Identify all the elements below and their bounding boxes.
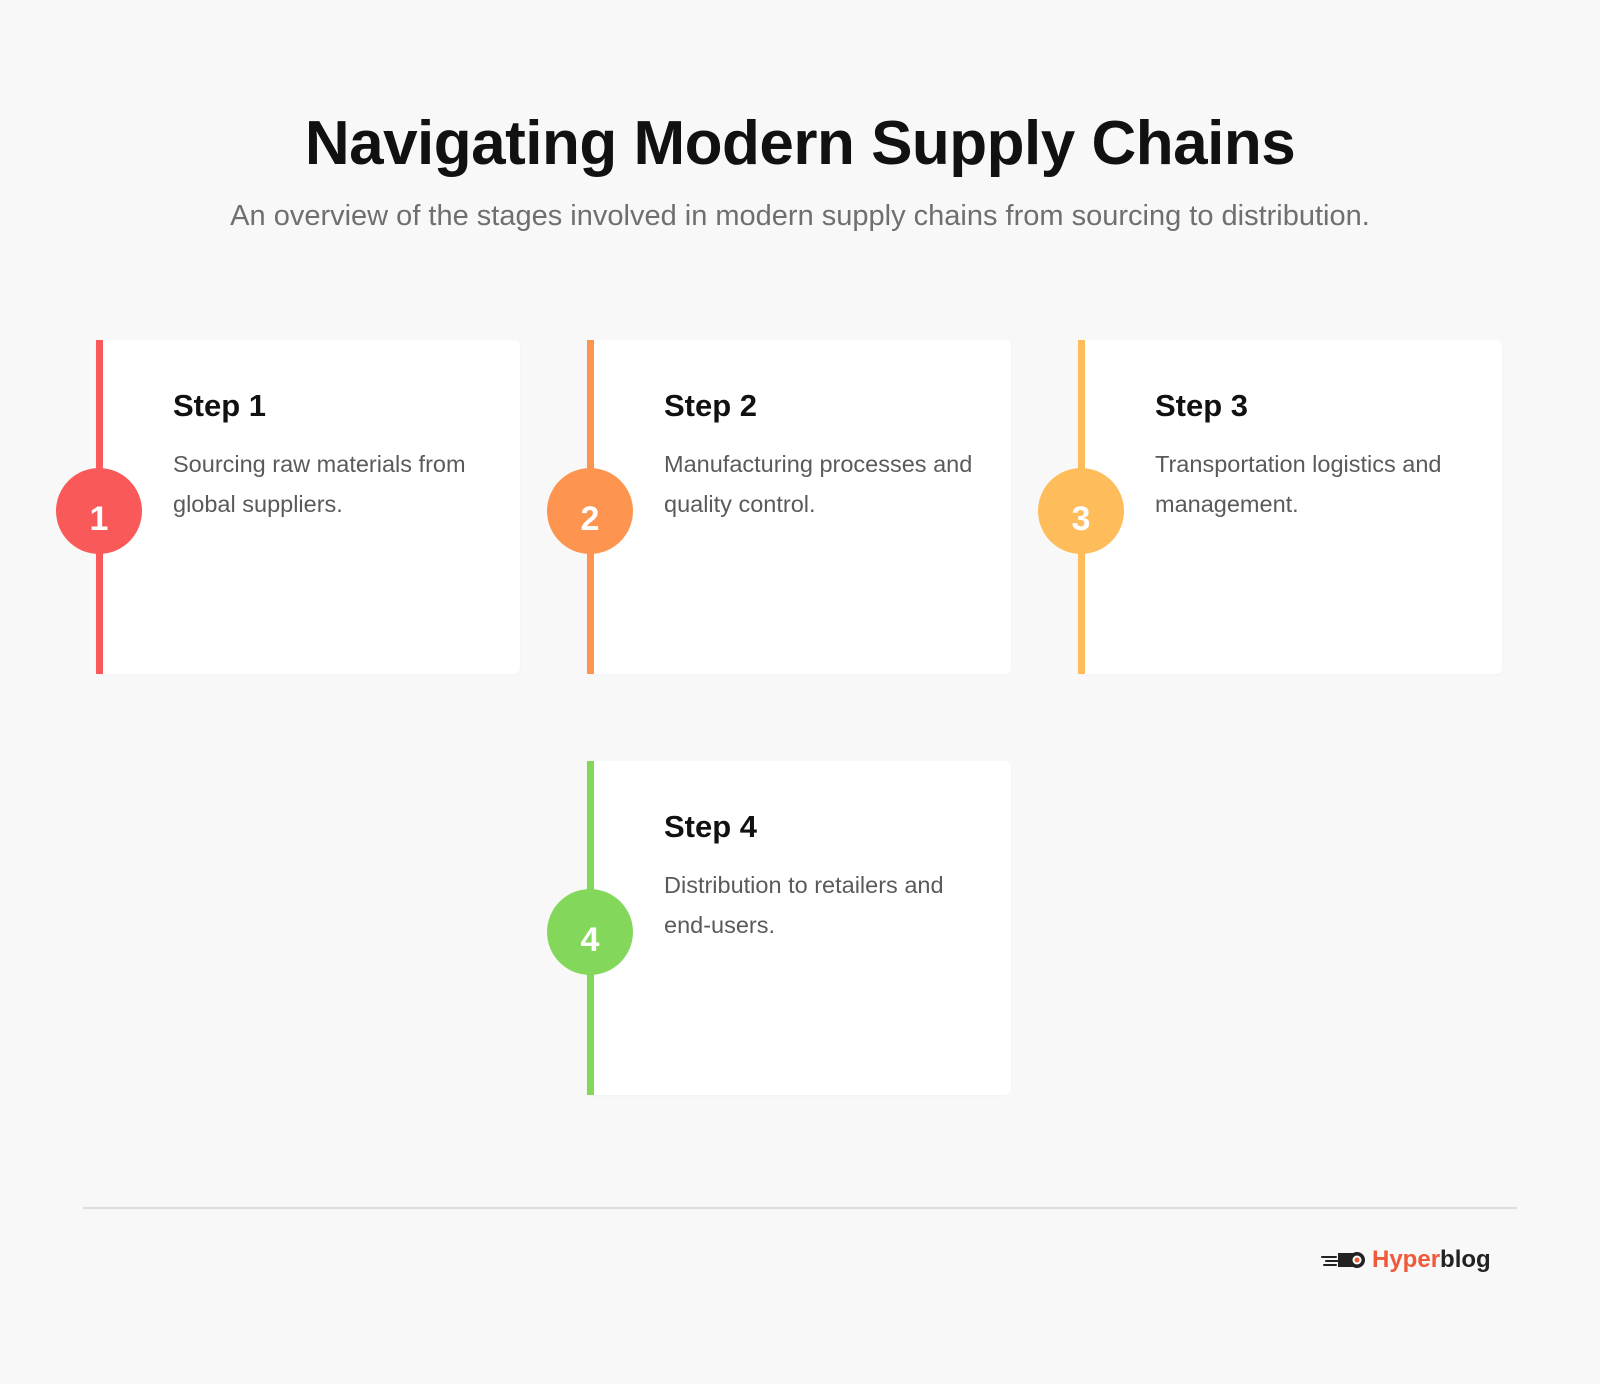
brand-name-part1: Hyper bbox=[1372, 1246, 1441, 1273]
rocket-speed-icon bbox=[1321, 1252, 1365, 1268]
footer-divider bbox=[83, 1207, 1517, 1209]
step-card-2: 2 Step 2 Manufacturing processes and qua… bbox=[547, 340, 1011, 674]
step-card-1: 1 Step 1 Sourcing raw materials from glo… bbox=[56, 340, 520, 674]
step-4-number-badge: 4 bbox=[547, 889, 633, 975]
page-subtitle: An overview of the stages involved in mo… bbox=[230, 200, 1370, 232]
step-2-title: Step 2 bbox=[664, 388, 758, 423]
step-1-title: Step 1 bbox=[173, 388, 267, 423]
brand-logo: Hyperblog bbox=[1320, 1242, 1491, 1278]
step-3-title: Step 3 bbox=[1155, 388, 1249, 423]
brand-name-part2: blog bbox=[1440, 1246, 1491, 1273]
step-2-number-badge: 2 bbox=[547, 468, 633, 554]
step-card-4: 4 Step 4 Distribution to retailers and e… bbox=[547, 761, 1011, 1095]
step-card-3: 3 Step 3 Transportation logistics and ma… bbox=[1038, 340, 1502, 674]
step-1-number-badge: 1 bbox=[56, 468, 142, 554]
step-1-description: Sourcing raw materials from global suppl… bbox=[173, 451, 466, 517]
step-3-number-badge: 3 bbox=[1038, 468, 1124, 554]
brand-name: Hyperblog bbox=[1372, 1246, 1491, 1274]
step-4-description: Distribution to retailers and end-users. bbox=[664, 872, 944, 938]
page-title: Navigating Modern Supply Chains bbox=[304, 109, 1296, 178]
step-4-title: Step 4 bbox=[664, 809, 758, 844]
step-2-description: Manufacturing processes and quality cont… bbox=[664, 451, 973, 517]
step-3-description: Transportation logistics and management. bbox=[1155, 451, 1442, 517]
